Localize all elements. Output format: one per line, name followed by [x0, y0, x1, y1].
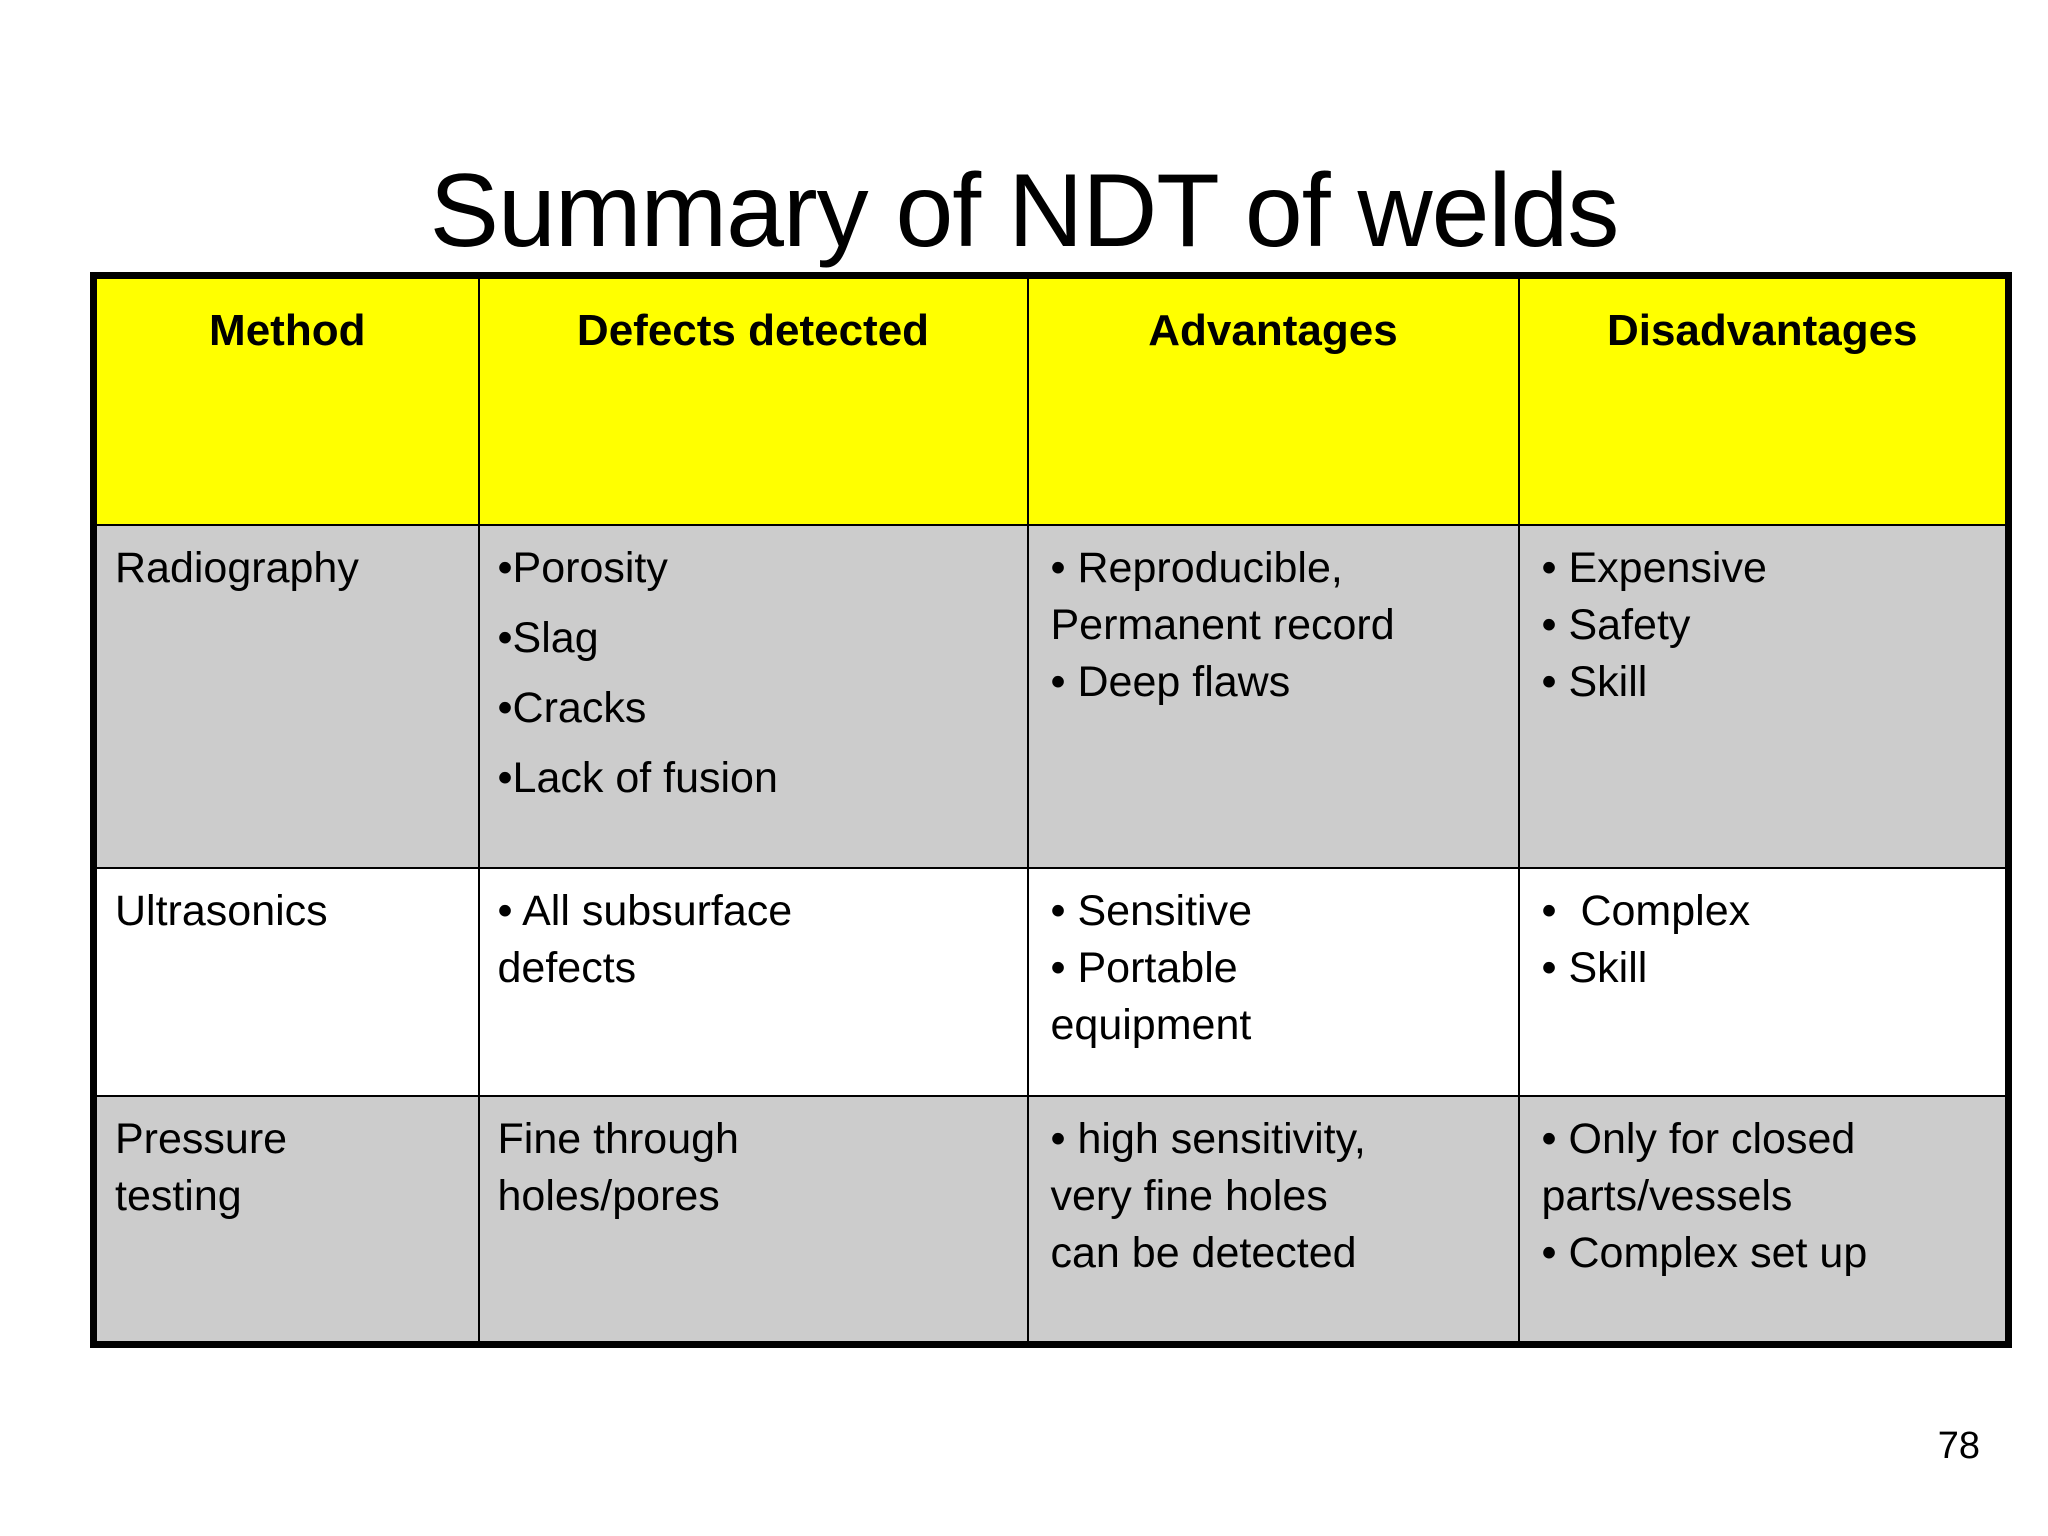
cell-defects-pressure-testing: Fine through holes/pores [477, 1094, 1029, 1346]
bullet-item: • Complex set up [1541, 1228, 1868, 1277]
bullet-item: • Expensive [1541, 543, 1767, 592]
bullet-item: • Deep flaws [1050, 657, 1291, 706]
cell-text: • All subsurface defects [480, 869, 1027, 1003]
cell-text: •Porosity •Slag •Cracks •Lack of fusion [480, 526, 1027, 813]
table-header-row: Method Defects detected Advantages Disad… [92, 274, 2010, 526]
cell-disadvantages-radiography: • Expensive • Safety • Skill [1517, 523, 2010, 869]
text-line: holes/pores [497, 1171, 720, 1220]
cell-advantages-ultrasonics: • Sensitive • Portable equipment [1026, 866, 1520, 1097]
bullet-item-continuation: equipment [1050, 1000, 1252, 1049]
column-header-disadvantages: Disadvantages [1517, 274, 2010, 526]
table-body: Radiography •Porosity •Slag •Cracks •Lac… [92, 523, 2010, 1346]
bullet-item: •Cracks [497, 683, 647, 732]
method-name: Pressure testing [115, 1114, 288, 1220]
bullet-item-continuation: defects [497, 943, 637, 992]
bullet-item-continuation: very fine holes [1050, 1171, 1328, 1220]
cell-disadvantages-ultrasonics: • Complex • Skill [1517, 866, 2010, 1097]
cell-method-ultrasonics: Ultrasonics [92, 866, 480, 1097]
bullet-item: • Sensitive [1050, 886, 1252, 935]
text-line: Fine through [497, 1114, 739, 1163]
bullet-item: • Skill [1541, 657, 1648, 706]
ndt-summary-table: Method Defects detected Advantages Disad… [90, 272, 2012, 1348]
column-header-defects-detected-label: Defects detected [576, 306, 930, 355]
column-header-advantages: Advantages [1026, 274, 1520, 526]
cell-method-radiography: Radiography [92, 523, 480, 869]
bullet-item: • Only for closed [1541, 1114, 1856, 1163]
bullet-item-continuation: Permanent record [1050, 600, 1395, 649]
cell-method-pressure-testing: Pressure testing [92, 1094, 480, 1346]
column-header-method-label: Method [209, 306, 366, 355]
table-header: Method Defects detected Advantages Disad… [92, 274, 2010, 526]
bullet-item: •Lack of fusion [497, 753, 778, 802]
page-number: 78 [1937, 1425, 1980, 1467]
table-row: Radiography •Porosity •Slag •Cracks •Lac… [92, 523, 2010, 869]
bullet-item: • Portable [1050, 943, 1238, 992]
method-name: Ultrasonics [115, 886, 328, 935]
bullet-item: • Complex [1541, 886, 1751, 935]
cell-advantages-pressure-testing: • high sensitivity, very fine holes can … [1026, 1094, 1520, 1346]
bullet-item: • Reproducible, [1050, 543, 1343, 592]
cell-text: • Expensive • Safety • Skill [1520, 526, 2006, 717]
bullet-item: • high sensitivity, [1050, 1114, 1366, 1163]
column-header-defects-detected: Defects detected [477, 274, 1029, 526]
cell-text: • Only for closed parts/vessels • Comple… [1520, 1097, 2006, 1288]
bullet-item-continuation: parts/vessels [1541, 1171, 1793, 1220]
cell-advantages-radiography: • Reproducible, Permanent record • Deep … [1026, 523, 1520, 869]
bullet-item-continuation: can be detected [1050, 1228, 1357, 1277]
table-row: Pressure testing Fine through holes/pore… [92, 1094, 2010, 1346]
page-title: Summary of NDT of welds [429, 152, 1620, 269]
column-header-advantages-label: Advantages [1148, 306, 1398, 355]
cell-text: • high sensitivity, very fine holes can … [1029, 1097, 1518, 1288]
bullet-item: •Slag [497, 613, 599, 662]
column-header-method: Method [92, 274, 480, 526]
bullet-item: • Safety [1541, 600, 1691, 649]
cell-disadvantages-pressure-testing: • Only for closed parts/vessels • Comple… [1517, 1094, 2010, 1346]
method-name: Radiography [115, 543, 359, 592]
bullet-item: •Porosity [497, 543, 668, 592]
cell-text: • Complex • Skill [1520, 869, 2006, 1003]
cell-text: Ultrasonics [97, 869, 478, 946]
cell-text: • Reproducible, Permanent record • Deep … [1029, 526, 1518, 717]
cell-text: Fine through holes/pores [480, 1097, 1027, 1231]
table-row: Ultrasonics • All subsurface defects • S… [92, 866, 2010, 1097]
cell-text: Pressure testing [97, 1097, 478, 1231]
bullet-item: • All subsurface [497, 886, 793, 935]
cell-defects-ultrasonics: • All subsurface defects [477, 866, 1029, 1097]
bullet-item: • Skill [1541, 943, 1648, 992]
cell-defects-radiography: •Porosity •Slag •Cracks •Lack of fusion [477, 523, 1029, 869]
column-header-disadvantages-label: Disadvantages [1606, 306, 1918, 355]
cell-text: • Sensitive • Portable equipment [1029, 869, 1518, 1060]
cell-text: Radiography [97, 526, 478, 603]
